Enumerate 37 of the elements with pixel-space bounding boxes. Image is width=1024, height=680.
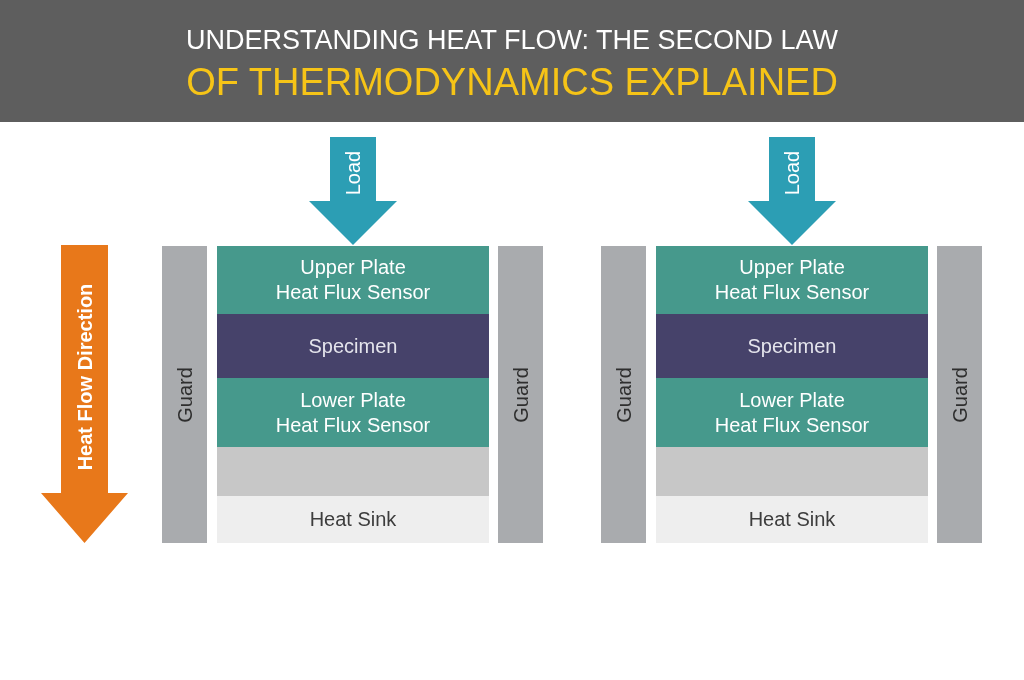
arrow-label: Load [340,150,365,196]
plate-layer [217,378,489,447]
guard-label: Guard [947,366,971,423]
layer-label: Heat Sink [748,507,836,532]
layer-label: Upper Plate [739,255,845,280]
layer-band [217,447,489,496]
layer-label: Heat Flux Sensor [275,412,431,438]
layer-label: Upper Plate [300,255,406,280]
title: UNDERSTANDING HEAT FLOW: THE SECOND LAW OF THERMODYNAMICS EXPLAINED [184,24,840,103]
arrow-label: Load [779,150,804,196]
heat-sink-layer [217,496,489,543]
layer-label: Heat Sink [309,507,397,532]
guard-bar [937,246,982,543]
guard-bar [498,246,543,543]
layer-label: Specimen [747,333,837,359]
load-arrow [309,137,397,245]
guard-bar [162,246,207,543]
specimen-layer [217,314,489,378]
layer-label: Lower Plate [300,387,406,413]
plate-layer [656,378,928,447]
guard-label: Guard [611,366,635,423]
layer-label: Heat Flux Sensor [714,280,870,305]
specimen-layer [656,314,928,378]
guard-bar [601,246,646,543]
arrow-label: Heat Flow Direction [72,283,96,471]
guard-label: Guard [508,366,532,423]
layer-label: Heat Flux Sensor [275,280,431,305]
layer-band [656,447,928,496]
layer-label: Specimen [308,333,398,359]
layer-label: Lower Plate [739,387,845,413]
guard-label: Guard [172,366,196,423]
plate-layer [656,246,928,314]
plate-layer [217,246,489,314]
direction-arrow [41,245,128,543]
load-arrow [748,137,836,245]
heat-sink-layer [656,496,928,543]
layer-label: Heat Flux Sensor [714,412,870,438]
